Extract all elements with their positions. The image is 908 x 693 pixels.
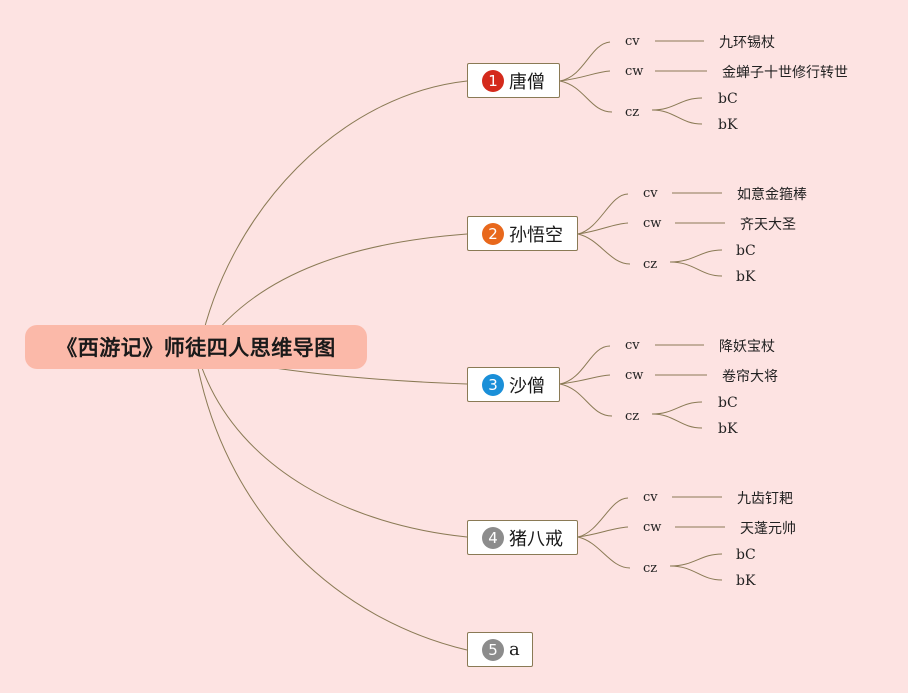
value-cw: 天蓬元帅 xyxy=(740,521,796,537)
value-cw: 卷帘大将 xyxy=(722,369,778,385)
topic-a[interactable]: 5 a xyxy=(467,632,533,667)
value-cw: 齐天大圣 xyxy=(740,217,796,233)
cz-item: bK xyxy=(736,573,756,589)
label-cv: cv xyxy=(625,34,640,49)
number-badge-icon: 5 xyxy=(482,638,504,661)
label-cv: cv xyxy=(643,490,658,505)
label-cz: cz xyxy=(625,409,640,424)
topic-sunwukong[interactable]: 2 孙悟空 xyxy=(467,216,578,251)
number-badge-icon: 1 xyxy=(482,69,504,92)
topic-shaseng[interactable]: 3 沙僧 xyxy=(467,367,560,402)
label-cw: cw xyxy=(625,368,644,383)
root-title: 《西游记》师徒四人思维导图 xyxy=(56,336,336,360)
value-cw: 金蝉子十世修行转世 xyxy=(722,65,848,81)
value-cv: 九齿钉耙 xyxy=(737,491,793,507)
cz-item: bK xyxy=(718,117,738,133)
value-cv: 九环锡杖 xyxy=(719,35,775,51)
label-cw: cw xyxy=(625,64,644,79)
label-cv: cv xyxy=(625,338,640,353)
label-cw: cw xyxy=(643,216,662,231)
topic-label: 猪八戒 xyxy=(509,528,563,550)
topic-tangseng[interactable]: 1 唐僧 xyxy=(467,63,560,98)
topic-label: 唐僧 xyxy=(509,71,545,93)
value-cv: 如意金箍棒 xyxy=(737,187,807,203)
cz-item: bC xyxy=(736,243,756,259)
topic-label: 沙僧 xyxy=(509,375,545,397)
topic-label: a xyxy=(509,639,520,660)
topic-zhubajie[interactable]: 4 猪八戒 xyxy=(467,520,578,555)
cz-item: bC xyxy=(736,547,756,563)
topic-label: 孙悟空 xyxy=(509,224,563,246)
label-cv: cv xyxy=(643,186,658,201)
cz-item: bK xyxy=(718,421,738,437)
label-cz: cz xyxy=(643,561,658,576)
label-cz: cz xyxy=(625,105,640,120)
cz-item: bC xyxy=(718,91,738,107)
value-cv: 降妖宝杖 xyxy=(719,339,775,355)
root-topic[interactable]: 《西游记》师徒四人思维导图 xyxy=(25,325,367,369)
number-badge-icon: 2 xyxy=(482,222,504,245)
number-badge-icon: 3 xyxy=(482,373,504,396)
label-cw: cw xyxy=(643,520,662,535)
cz-item: bC xyxy=(718,395,738,411)
cz-item: bK xyxy=(736,269,756,285)
label-cz: cz xyxy=(643,257,658,272)
number-badge-icon: 4 xyxy=(482,526,504,549)
